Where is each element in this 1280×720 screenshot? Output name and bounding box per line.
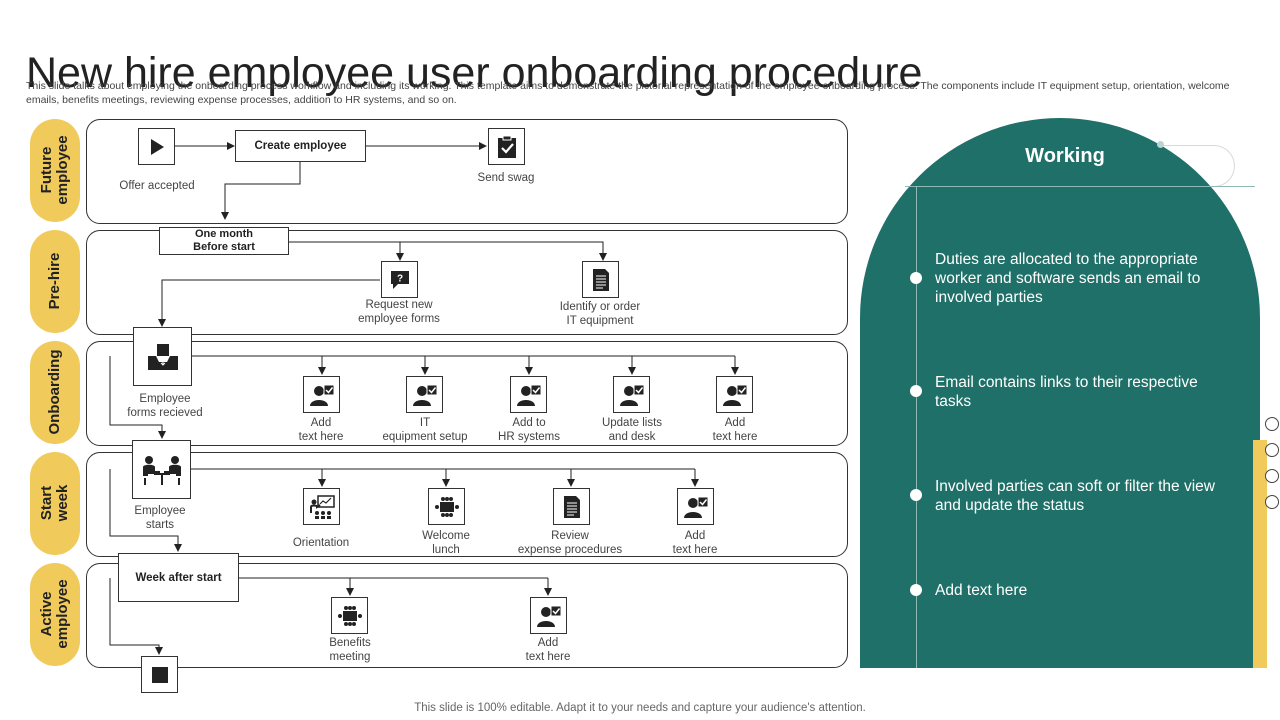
- decorative-curl: [1160, 145, 1235, 187]
- working-timeline: [916, 186, 917, 668]
- lane-pill-onboarding: [30, 341, 80, 444]
- working-title: Working: [1025, 145, 1105, 167]
- user-check-icon: [530, 597, 567, 634]
- identify-it-label: Identify or order IT equipment: [559, 301, 641, 327]
- user-check-icon: [716, 376, 753, 413]
- welcome-lunch-label: Welcome lunch: [422, 530, 470, 556]
- working-divider: [905, 186, 1255, 187]
- week-after-start-node: Week after start: [118, 553, 239, 602]
- one-month-node: One month Before start: [159, 227, 289, 255]
- nav-dot-4[interactable]: [1265, 495, 1279, 509]
- page-title: New hire employee user onboarding proced…: [26, 48, 923, 97]
- nav-dot-1[interactable]: [1265, 417, 1279, 431]
- arrow-to-forms: [158, 279, 380, 327]
- document-icon: [582, 261, 619, 298]
- people-table-icon: [132, 440, 191, 499]
- arrow-month-to-request: [289, 241, 404, 261]
- clipboard-check-icon: [488, 128, 525, 165]
- request-forms-label: Request new employee forms: [358, 299, 440, 325]
- arrow-forms-to-starts: [109, 356, 166, 439]
- send-swag-label: Send swag: [477, 172, 535, 184]
- timeline-bullet: [910, 489, 922, 501]
- benefits-meeting-label: Benefits meeting: [329, 637, 371, 663]
- svg-text:?: ?: [396, 273, 402, 284]
- lane-pill-prehire: [30, 230, 80, 333]
- create-employee-node: Create employee: [235, 130, 366, 162]
- nav-dot-3[interactable]: [1265, 469, 1279, 483]
- presentation-icon: [303, 488, 340, 525]
- user-check-icon: [303, 376, 340, 413]
- offer-accepted-label: Offer accepted: [119, 180, 195, 192]
- add-text-2-label: Add text here: [712, 417, 758, 443]
- user-check-icon: [406, 376, 443, 413]
- it-setup-label: IT equipment setup: [382, 417, 468, 443]
- startweek-add-text-label: Add text here: [672, 530, 718, 556]
- timeline-bullet: [910, 584, 922, 596]
- user-check-icon: [677, 488, 714, 525]
- user-check-icon: [613, 376, 650, 413]
- active-add-text-label: Add text here: [525, 637, 571, 663]
- footer-note: This slide is 100% editable. Adapt it to…: [414, 702, 866, 714]
- employee-starts-label: Employee starts: [134, 505, 186, 531]
- working-item-2: Email contains links to their respective…: [935, 374, 1198, 410]
- hr-systems-label: Add to HR systems: [498, 417, 560, 443]
- add-text-1-label: Add text here: [298, 417, 344, 443]
- lane-pre-hire: [86, 230, 848, 335]
- timeline-bullet: [910, 385, 922, 397]
- working-panel: [860, 118, 1260, 668]
- play-icon: [138, 128, 175, 165]
- timeline-bullet: [910, 272, 922, 284]
- lane-pill-startweek: [30, 452, 80, 555]
- meeting-table-icon: [428, 488, 465, 525]
- working-item-4: Add text here: [935, 582, 1028, 599]
- arrow-to-end: [109, 578, 163, 655]
- lane-future-employee: [86, 119, 848, 224]
- document-icon: [553, 488, 590, 525]
- arrow-starts-to-week: [109, 469, 182, 552]
- lane-pill-active: [30, 563, 80, 666]
- lane-pill-future: [30, 119, 80, 222]
- meeting-table-icon: [331, 597, 368, 634]
- arrow-create-to-prehire: [221, 162, 301, 220]
- nav-dot-2[interactable]: [1265, 443, 1279, 457]
- stop-icon: [141, 656, 178, 693]
- orientation-label: Orientation: [292, 537, 350, 549]
- question-chat-icon: ?: [381, 261, 418, 298]
- update-lists-label: Update lists and desk: [601, 417, 663, 443]
- forms-received-label: Employee forms recieved: [127, 393, 203, 419]
- user-check-icon: [510, 376, 547, 413]
- inbox-tray-icon: [133, 327, 192, 386]
- arrow-month-to-it: [400, 241, 607, 261]
- accent-strip: [1253, 440, 1267, 668]
- decorative-dot: [1157, 141, 1164, 148]
- working-item-3: Involved parties can soft or filter the …: [935, 478, 1215, 514]
- review-expense-label: Review expense procedures: [517, 530, 623, 556]
- working-item-1: Duties are allocated to the appropriate …: [935, 251, 1201, 306]
- page-description: This slide talks about employing the onb…: [26, 80, 1230, 106]
